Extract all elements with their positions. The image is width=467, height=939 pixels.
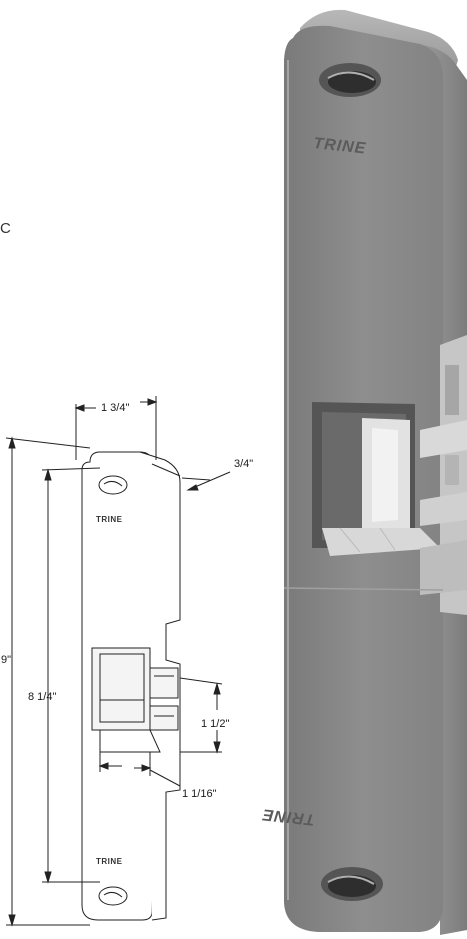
small-keeper-opening [91,647,151,731]
dim-depth [181,471,231,491]
keeper-mechanism [420,335,467,615]
top-screw-slot [319,63,381,97]
label-depth: 3/4" [234,458,253,470]
dim-width [74,396,158,460]
dim-inner-height [41,467,101,884]
bottom-screw-slot [321,867,383,901]
brand-logo-bottom: TRINE [261,805,316,827]
strike-3d-render: TRINE TRINE [261,9,467,935]
label-width: 1 3/4" [101,402,129,414]
dim-opening-depth [98,752,181,787]
small-bottom-slot [98,886,128,906]
label-total-height: 9" [1,654,11,666]
small-brand-top: TRINE [96,515,123,524]
label-opening-depth: 1 1/16" [182,788,217,800]
small-top-slot [98,475,128,495]
stray-letter: C [0,220,11,237]
brand-logo-top: TRINE [313,135,368,157]
label-opening-height: 1 1/2" [201,718,229,730]
keeper-opening [312,402,440,556]
dim-opening-height [179,677,223,754]
label-inner-height: 8 1/4" [28,691,56,703]
dim-total-height [5,436,91,927]
dimension-drawing: TRINE TRINE [5,396,231,927]
small-brand-bottom: TRINE [96,857,123,866]
